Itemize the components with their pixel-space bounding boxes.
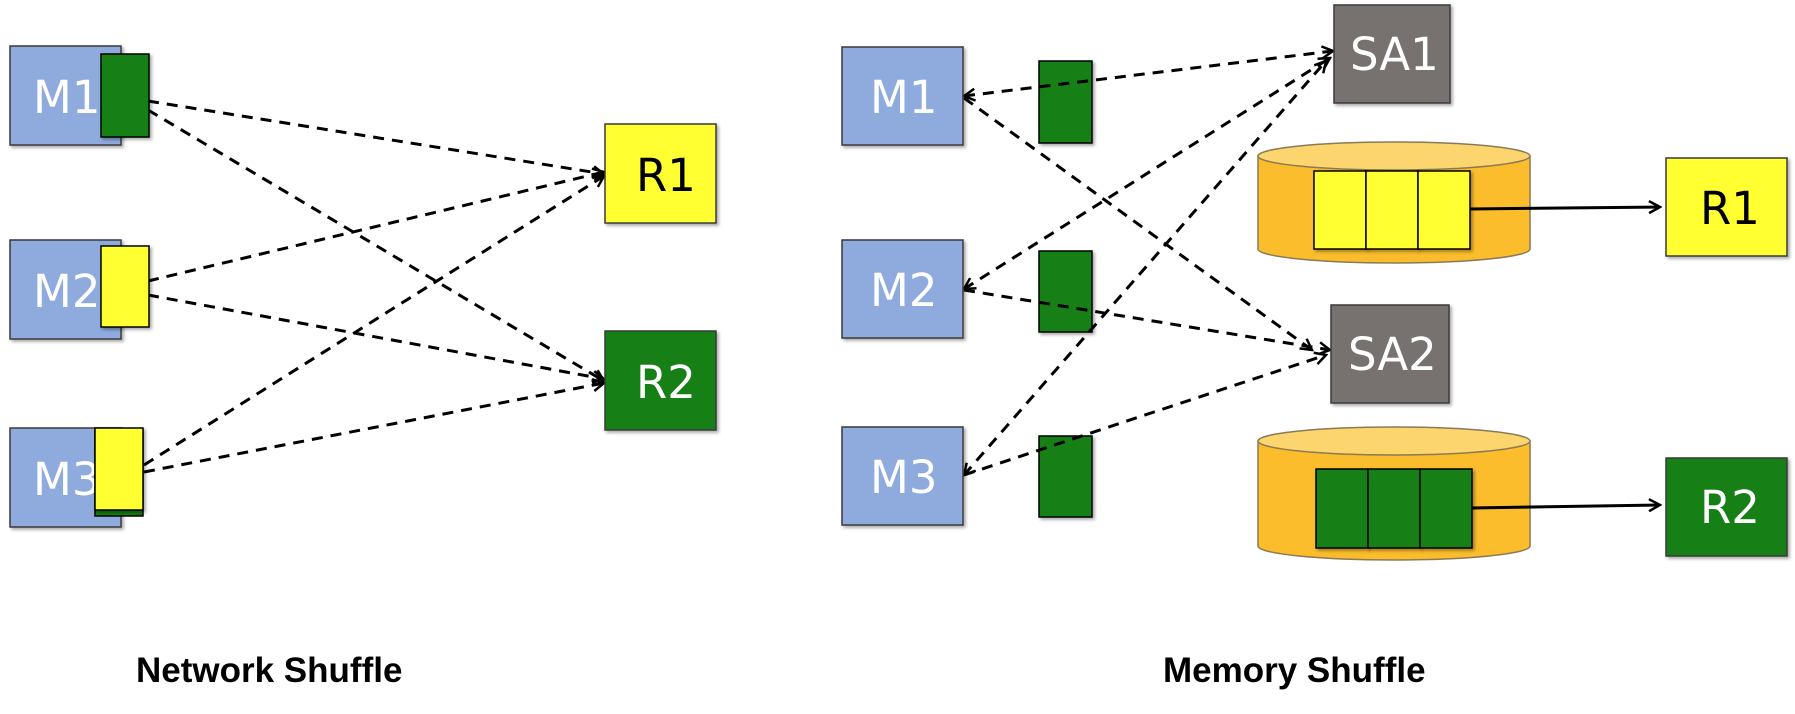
edge-m3-r1 (143, 176, 604, 467)
network-reducer-r2: R2 (604, 330, 717, 431)
memory-shuffle-caption: Memory Shuffle (1163, 651, 1426, 690)
memory-mapper-m2-label: M2 (870, 264, 937, 317)
memory-store-2 (1257, 426, 1531, 561)
edge-m1-r1 (147, 99, 604, 174)
network-mapper-m3-label: M3 (33, 453, 100, 506)
memory-shuffle-panel: M1 M2 M3 SA1 SA2 R1 R2 Memory Shuffle (841, 4, 1788, 690)
network-mapper-m2: M2 (9, 239, 150, 340)
network-shuffle-panel: M1 M2 M3 R1 R2 Network Shuffle (9, 45, 717, 690)
network-mapper-m2-label: M2 (33, 265, 100, 318)
memory-mapper-m2: M2 (841, 239, 964, 339)
edge-m2-sa2 (963, 288, 1330, 350)
network-shuffle-caption: Network Shuffle (136, 651, 402, 690)
network-reducer-r2-label: R2 (636, 356, 696, 409)
network-m3-block-front (94, 427, 144, 511)
network-reducer-r1-label: R1 (636, 149, 696, 202)
memory-store-1 (1257, 141, 1531, 264)
memory-reducer-r1: R1 (1665, 157, 1788, 257)
edge-m2-r2 (147, 293, 604, 379)
store-2-block-2 (1367, 468, 1421, 549)
network-m1-block (100, 53, 150, 138)
network-mapper-m1-label: M1 (33, 71, 100, 124)
memory-mapper-m1: M1 (841, 46, 964, 146)
store-1-block-2 (1365, 170, 1419, 250)
network-reducer-r1: R1 (604, 123, 717, 224)
memory-reducer-r2: R2 (1665, 457, 1788, 557)
edge-m3-sa1 (964, 61, 1326, 475)
edge-m2-r1 (147, 172, 604, 283)
network-m2-block (100, 245, 150, 328)
memory-agent-sa1: SA1 (1333, 4, 1451, 104)
network-mapper-m1: M1 (9, 45, 150, 146)
store-2-block-1 (1315, 468, 1369, 549)
network-mapper-m3: M3 (9, 427, 144, 528)
memory-mapper-m3-label: M3 (870, 451, 937, 504)
edge-m3-sa2 (963, 355, 1326, 477)
memory-reducer-r1-label: R1 (1700, 182, 1760, 235)
edge-m1-sa1 (964, 51, 1333, 96)
memory-m2-block (1038, 250, 1093, 333)
memory-m1-block (1038, 60, 1093, 144)
edge-store1-r1 (1469, 207, 1660, 209)
memory-m3-block (1038, 435, 1093, 518)
edge-m1-r2 (147, 108, 604, 381)
memory-mapper-m3: M3 (841, 426, 964, 526)
store-1-block-3 (1417, 170, 1471, 250)
store-2-block-3 (1419, 468, 1473, 549)
memory-agent-sa1-label: SA1 (1350, 28, 1439, 81)
edge-store2-r2 (1471, 505, 1660, 508)
memory-edges (964, 51, 1333, 475)
memory-mapper-m1-label: M1 (870, 71, 937, 124)
network-edges (143, 99, 604, 474)
memory-agent-sa2-label: SA2 (1348, 328, 1437, 381)
store-1-block-1 (1313, 170, 1367, 250)
memory-reducer-r2-label: R2 (1700, 481, 1760, 534)
edge-m3-r2 (143, 383, 604, 474)
memory-agent-sa2: SA2 (1330, 304, 1450, 404)
